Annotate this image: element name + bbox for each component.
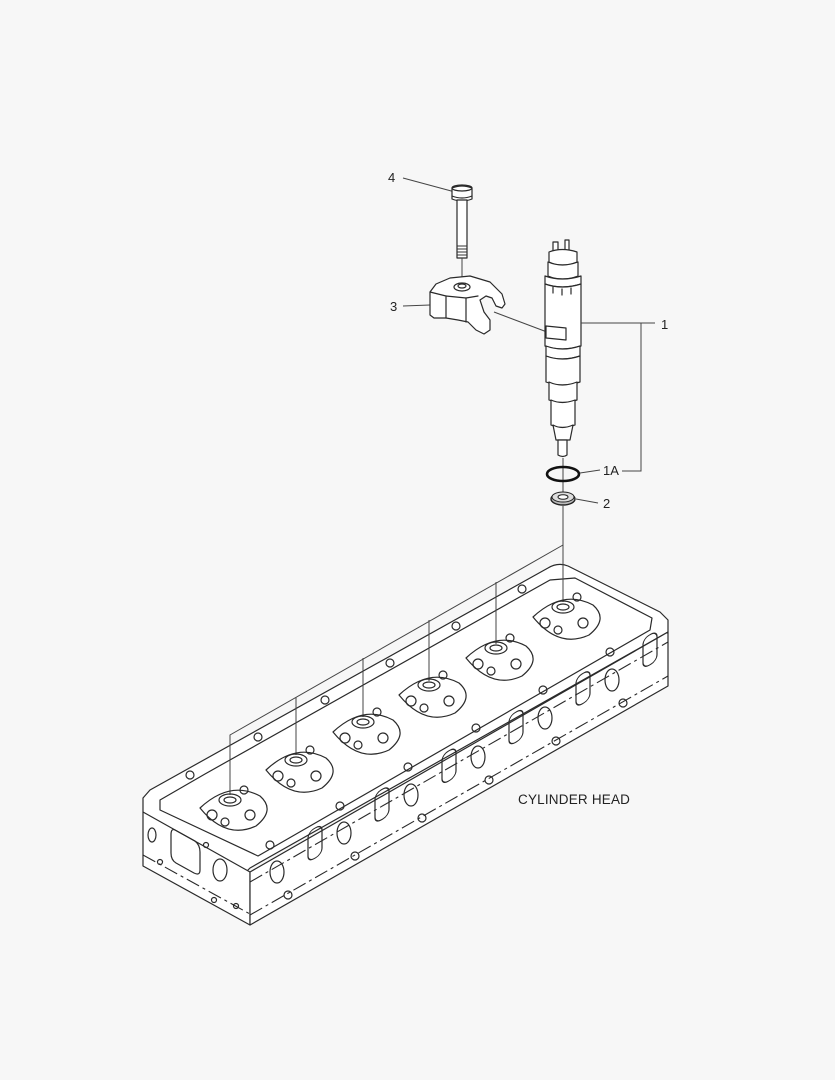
fuel-injector-part bbox=[544, 239, 655, 494]
callout-2: 2 bbox=[603, 496, 611, 511]
cylinder-head-caption: CYLINDER HEAD bbox=[518, 792, 631, 807]
injector-bores bbox=[199, 544, 601, 831]
bolt-part bbox=[402, 177, 473, 282]
clamp-bracket-part bbox=[402, 275, 548, 335]
callout-4: 4 bbox=[388, 170, 396, 185]
top-bolt-holes bbox=[185, 584, 615, 850]
callout-3: 3 bbox=[390, 299, 398, 314]
o-ring-part bbox=[545, 465, 601, 483]
side-ports bbox=[269, 632, 658, 900]
end-face-ports bbox=[147, 827, 240, 910]
cylinder-head-part bbox=[142, 544, 669, 926]
callout-1: 1 bbox=[661, 317, 669, 332]
callout-1a: 1A bbox=[603, 463, 619, 478]
